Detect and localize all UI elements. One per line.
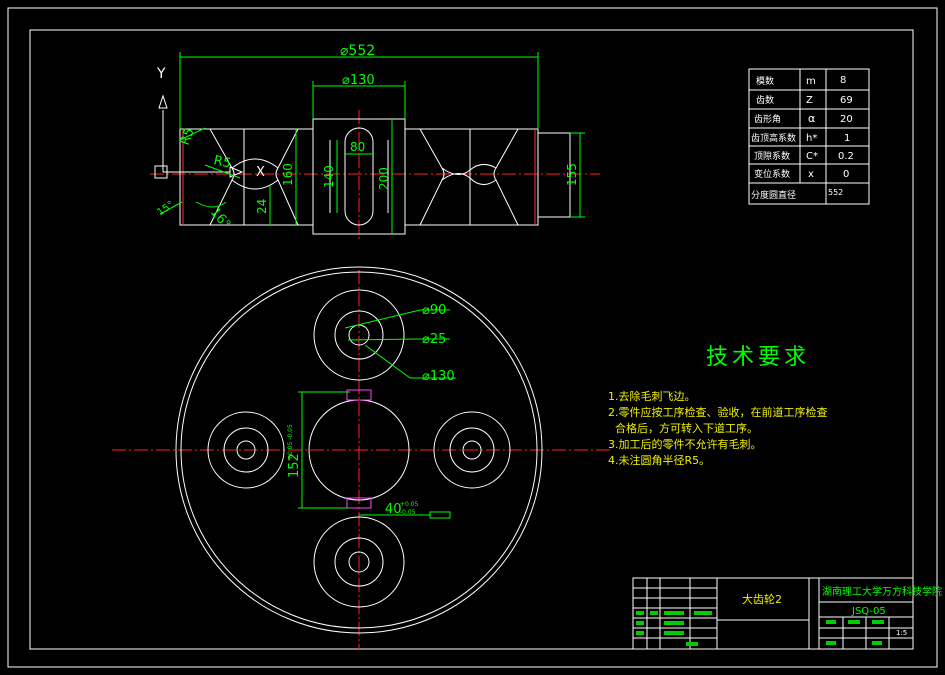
dim-d552: ⌀552 xyxy=(340,43,375,59)
dim-h160: 160 xyxy=(281,163,295,186)
hole-boss-top xyxy=(313,289,405,381)
dim-w40-tol-dn: -0.05 xyxy=(400,509,416,516)
dim-d130: ⌀130 xyxy=(422,369,455,384)
gear-param-table: 模数 m 8 齿数 Z 69 齿形角 α 20 齿顶高系数 h* 1 顶隙系数 … xyxy=(748,68,870,205)
param-name-1: 齿数 xyxy=(756,94,774,106)
dim-w80: 80 xyxy=(350,140,365,154)
param-name-0: 模数 xyxy=(756,75,774,87)
param-val-2: 20 xyxy=(840,114,853,125)
leader-d90 xyxy=(344,309,421,329)
tech-line-3: 合格后，方可转入下道工序。 xyxy=(608,421,758,435)
outer-border xyxy=(7,7,938,668)
school-name: 湖南理工大学万方科技学院 xyxy=(822,585,942,598)
dim-w40: 40 xyxy=(385,502,402,517)
dim-a15: 15° xyxy=(155,199,176,218)
keyway-top xyxy=(346,389,372,401)
hub-slot xyxy=(344,127,374,226)
web-right-2 xyxy=(493,128,519,226)
dim-d90: ⌀90 xyxy=(422,303,446,318)
title-block: 大齿轮2 湖南理工大学万方科技学院 JSQ-05 1:5 xyxy=(632,577,942,650)
keyway-bottom xyxy=(346,497,372,509)
param-val-4: 0.2 xyxy=(838,151,854,162)
param-sym-5: x xyxy=(808,169,814,180)
drawing-number: JSQ-05 xyxy=(851,606,886,617)
front-view: ⌀90 ⌀25 ⌀130 152 +0.05 -0.05 40 +0.05 -0… xyxy=(112,266,610,650)
dim-h155: 155 xyxy=(565,163,579,186)
hole-right xyxy=(462,440,482,460)
inner-border xyxy=(29,29,914,650)
param-val-0: 8 xyxy=(840,75,846,86)
shaft-right xyxy=(537,132,571,218)
tech-line-2: 2.零件应按工序检查、验收，在前道工序检查 xyxy=(608,405,828,419)
hole-boss-right xyxy=(433,411,511,489)
dim-d130-top: ⌀130 xyxy=(342,73,375,88)
hole-mid-bottom xyxy=(334,537,384,587)
param-name-2: 齿形角 xyxy=(754,113,781,125)
param-name-6: 分度圆直径 xyxy=(751,189,796,201)
hole-mid-top xyxy=(334,310,384,360)
hole-bottom xyxy=(348,551,370,573)
leader-d25 xyxy=(347,338,421,341)
rim-right xyxy=(404,128,539,226)
web-right-1 xyxy=(419,128,445,226)
dim-a16: 16° xyxy=(207,205,233,232)
param-sym-1: Z xyxy=(806,95,813,106)
dim-w40-tol-up: +0.05 xyxy=(400,501,419,508)
tolerance-frame xyxy=(429,511,451,519)
tech-line-5: 4.未注圆角半径R5。 xyxy=(608,453,710,467)
web-left-arc-bot xyxy=(231,179,279,190)
web-left-2 xyxy=(275,128,299,226)
gear-tip-circle xyxy=(175,266,543,634)
param-val-6: 552 xyxy=(828,188,843,197)
dim-r5b: R5 xyxy=(212,153,232,171)
dim-h200: 200 xyxy=(377,167,391,190)
y-axis-arrow-icon xyxy=(158,94,168,109)
tech-line-1: 1.去除毛刺飞边。 xyxy=(608,389,696,403)
dim-r5b-leader xyxy=(204,164,241,179)
section-view: Y X ⌀552 ⌀130 80 140 200 160 155 24 R5 R… xyxy=(150,43,600,240)
param-table-frame xyxy=(748,68,870,205)
param-val-1: 69 xyxy=(840,95,853,106)
dim-r5a-leader xyxy=(179,127,206,141)
dim-r5a: R5 xyxy=(178,126,198,147)
tech-requirements: 技术要求 1.去除毛刺飞边。 2.零件应按工序检查、验收，在前道工序检查 合格后… xyxy=(608,345,828,467)
param-sym-3: h* xyxy=(806,133,817,144)
dim-h24: 24 xyxy=(255,199,269,214)
gear-root-circle xyxy=(180,271,538,629)
web-right-arc-bot xyxy=(441,173,497,185)
param-val-5: 0 xyxy=(843,169,849,180)
dim-16-arc xyxy=(195,201,227,208)
param-val-3: 1 xyxy=(844,133,850,144)
leader-d130 xyxy=(364,344,411,379)
web-right-arc-top xyxy=(441,164,497,175)
x-axis-label: X xyxy=(256,165,265,180)
param-name-4: 顶隙系数 xyxy=(754,150,790,162)
hole-mid-left xyxy=(223,427,269,473)
title-block-frame xyxy=(632,577,914,650)
hole-left xyxy=(236,440,256,460)
param-sym-4: C* xyxy=(806,151,818,162)
y-axis-label: Y xyxy=(156,66,166,82)
web-left-arc-top xyxy=(231,158,279,169)
part-name: 大齿轮2 xyxy=(742,592,782,606)
dim-d25: ⌀25 xyxy=(422,332,446,347)
tech-line-4: 3.加工后的零件不允许有毛刺。 xyxy=(608,437,762,451)
dim-h152-tol: +0.05 -0.05 xyxy=(287,424,294,460)
dim-h152: 152 xyxy=(287,453,302,478)
param-sym-2: α xyxy=(808,112,815,125)
hole-boss-bottom xyxy=(313,516,405,608)
x-axis-arrow-icon xyxy=(229,166,244,178)
tech-title: 技术要求 xyxy=(706,345,810,370)
param-name-3: 齿顶高系数 xyxy=(751,132,796,144)
hole-boss-left xyxy=(207,411,285,489)
scale: 1:5 xyxy=(896,629,907,637)
dim-h140: 140 xyxy=(322,165,336,188)
hole-mid-right xyxy=(449,427,495,473)
dim-15-leader xyxy=(159,201,183,215)
param-name-5: 变位系数 xyxy=(754,168,790,180)
param-sym-0: m xyxy=(806,76,816,87)
